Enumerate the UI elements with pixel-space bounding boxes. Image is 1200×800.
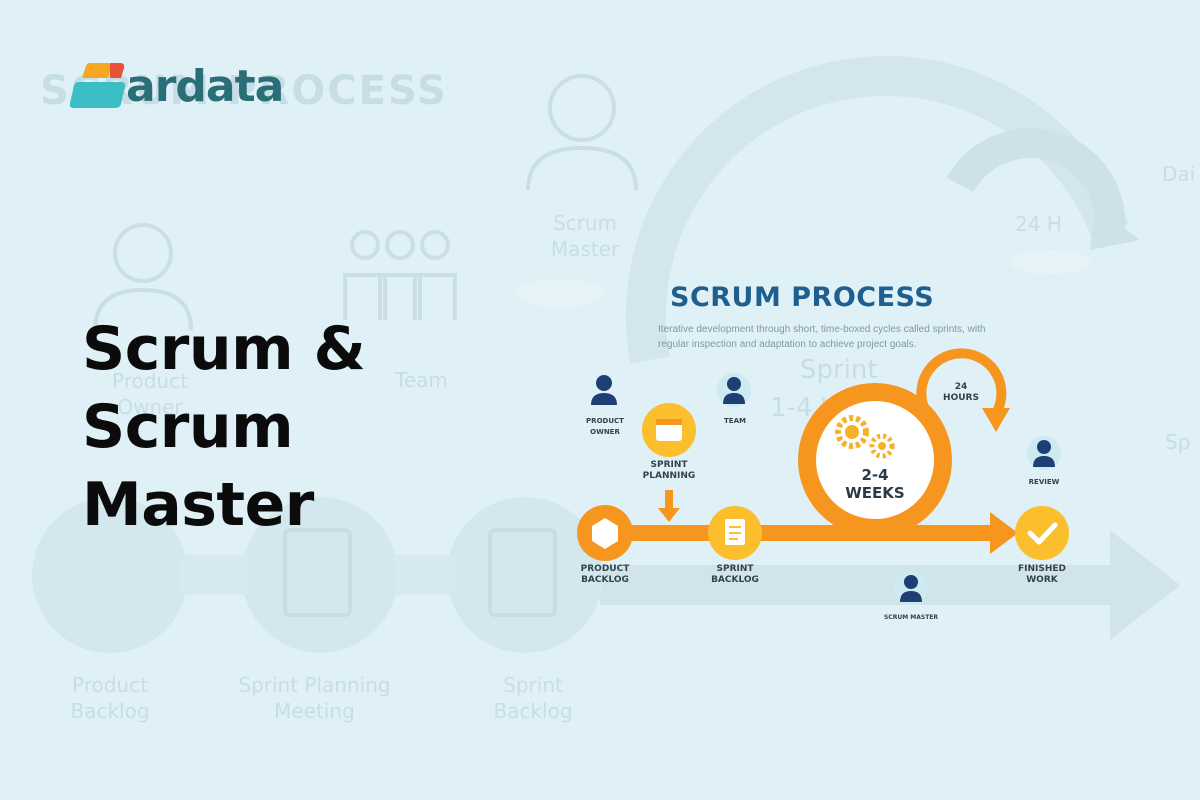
background-circle-product-backlog	[32, 497, 188, 653]
label-finished-work: FINISHED WORK	[1017, 564, 1066, 585]
brand-logo[interactable]: ardata	[68, 60, 318, 120]
background-cloud-1	[515, 279, 605, 307]
background-doc-icon-1	[283, 528, 352, 617]
daily-cycle-arrowhead	[982, 408, 1010, 432]
background-label-daily: Dai	[1162, 162, 1196, 186]
diagram-title: SCRUM PROCESS	[670, 282, 935, 313]
label-sprint-backlog: SPRINT BACKLOG	[711, 564, 759, 585]
logo-mark-icon	[69, 63, 126, 108]
background-label-sprint-planning: Sprint Planning Meeting	[238, 673, 391, 723]
background-arrowhead	[1110, 530, 1180, 640]
background-cloud-2	[1010, 250, 1090, 274]
label-review: REVIEW	[1028, 478, 1060, 486]
sprint-cycle-loop	[798, 383, 952, 537]
product-owner-icon	[591, 375, 617, 405]
background-label-hours: 24 H	[1015, 212, 1062, 236]
calendar-icon-header	[656, 419, 682, 425]
background-label-sp: Sp	[1165, 430, 1191, 454]
background-circle-sprint-backlog	[447, 497, 603, 653]
background-label-team: Team	[395, 368, 448, 392]
product-backlog-icon	[592, 518, 618, 549]
label-24-hours: 24 HOURS	[943, 382, 979, 403]
background-arc-arrowhead	[1090, 205, 1140, 250]
logo-wordmark: ardata	[126, 61, 284, 112]
background-connector-1	[180, 555, 250, 595]
label-sprint-duration: 2-4 WEEKS	[845, 466, 905, 502]
label-scrum-master: SCRUM MASTER	[883, 614, 939, 621]
label-sprint-planning: SPRINT PLANNING	[642, 460, 696, 481]
scrum-master-icon	[894, 571, 928, 605]
background-label-scrum-master: Scrum Master	[550, 211, 620, 261]
headline-line-1: Scrum &	[82, 314, 366, 384]
checkmark-icon	[1027, 522, 1058, 545]
gears-icon	[835, 415, 895, 459]
background-label-sprint-backlog: Sprint Backlog	[493, 673, 573, 723]
label-team: TEAM	[724, 417, 746, 425]
main-process-arrow	[600, 525, 1000, 541]
background-connector-2	[395, 555, 455, 595]
background-label-product-backlog: Product Backlog	[70, 673, 150, 723]
review-person-icon	[1027, 436, 1061, 470]
background-label-product-owner: Product Owner	[112, 369, 188, 419]
background-arrow-shaft	[600, 565, 1120, 605]
planning-arrowhead	[658, 508, 680, 522]
finished-work-node	[1015, 506, 1069, 560]
background-label-sprint: Sprint	[800, 355, 878, 385]
background-person-scrum-master	[526, 74, 638, 191]
scrum-process-diagram: SCRUM PROCESS Iterative development thro…	[540, 260, 1100, 640]
main-arrowhead	[990, 512, 1018, 554]
label-product-owner: PRODUCT OWNER	[586, 417, 624, 436]
headline-line-2: Scrum	[82, 392, 294, 462]
background-person-product-owner	[93, 223, 193, 331]
team-icon	[717, 373, 751, 407]
diagram-graphics	[577, 348, 1069, 605]
headline-line-3: Master	[82, 470, 314, 540]
background-doc-icon-2	[488, 528, 557, 617]
background-circle-sprint-planning	[242, 497, 398, 653]
daily-cycle-arc	[916, 348, 1007, 418]
planning-arrow-shaft	[665, 490, 673, 512]
background-small-arc	[946, 128, 1126, 232]
label-product-backlog: PRODUCT BACKLOG	[580, 564, 630, 585]
background-team-icon	[343, 230, 457, 320]
headline: Scrum & Scrum Master	[82, 310, 502, 544]
diagram-subtitle: Iterative development through short, tim…	[658, 324, 986, 350]
